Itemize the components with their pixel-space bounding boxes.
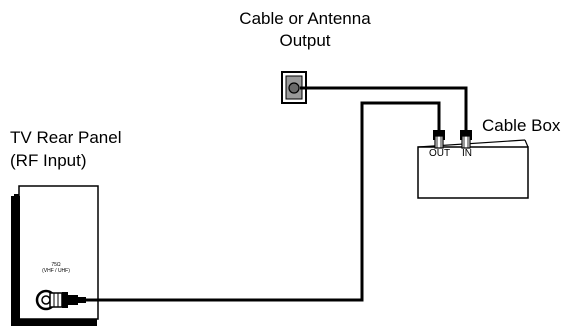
cable-box-out-to-tv [86, 101, 441, 302]
cable-box-out-connector [433, 130, 445, 149]
tv-label-line2: (RF Input) [10, 151, 87, 170]
tv-spec-band: (VHF / UHF) [42, 268, 70, 274]
cable-output-label-line1: Cable or Antenna [239, 9, 371, 28]
tv-rear-panel [11, 185, 99, 326]
cable-output-label: Cable or Antenna Output [195, 8, 415, 52]
port-out-label: OUT [429, 148, 451, 159]
rf-input-connector [35, 289, 86, 311]
cable-box [417, 130, 529, 199]
cable-box-in-connector [460, 130, 472, 149]
tv-rear-panel-label: TV Rear Panel (RF Input) [10, 126, 122, 172]
cable-box-label: Cable Box [482, 116, 561, 135]
port-in-label: IN [462, 148, 472, 159]
cable-outlet-to-box-in [300, 86, 468, 132]
tv-spec-impedance: 75Ω [51, 262, 61, 268]
cable-output-label-line2: Output [279, 31, 331, 50]
tv-spec-label: 75Ω (VHF / UHF) [31, 262, 81, 274]
tv-label-line1: TV Rear Panel [10, 128, 122, 147]
